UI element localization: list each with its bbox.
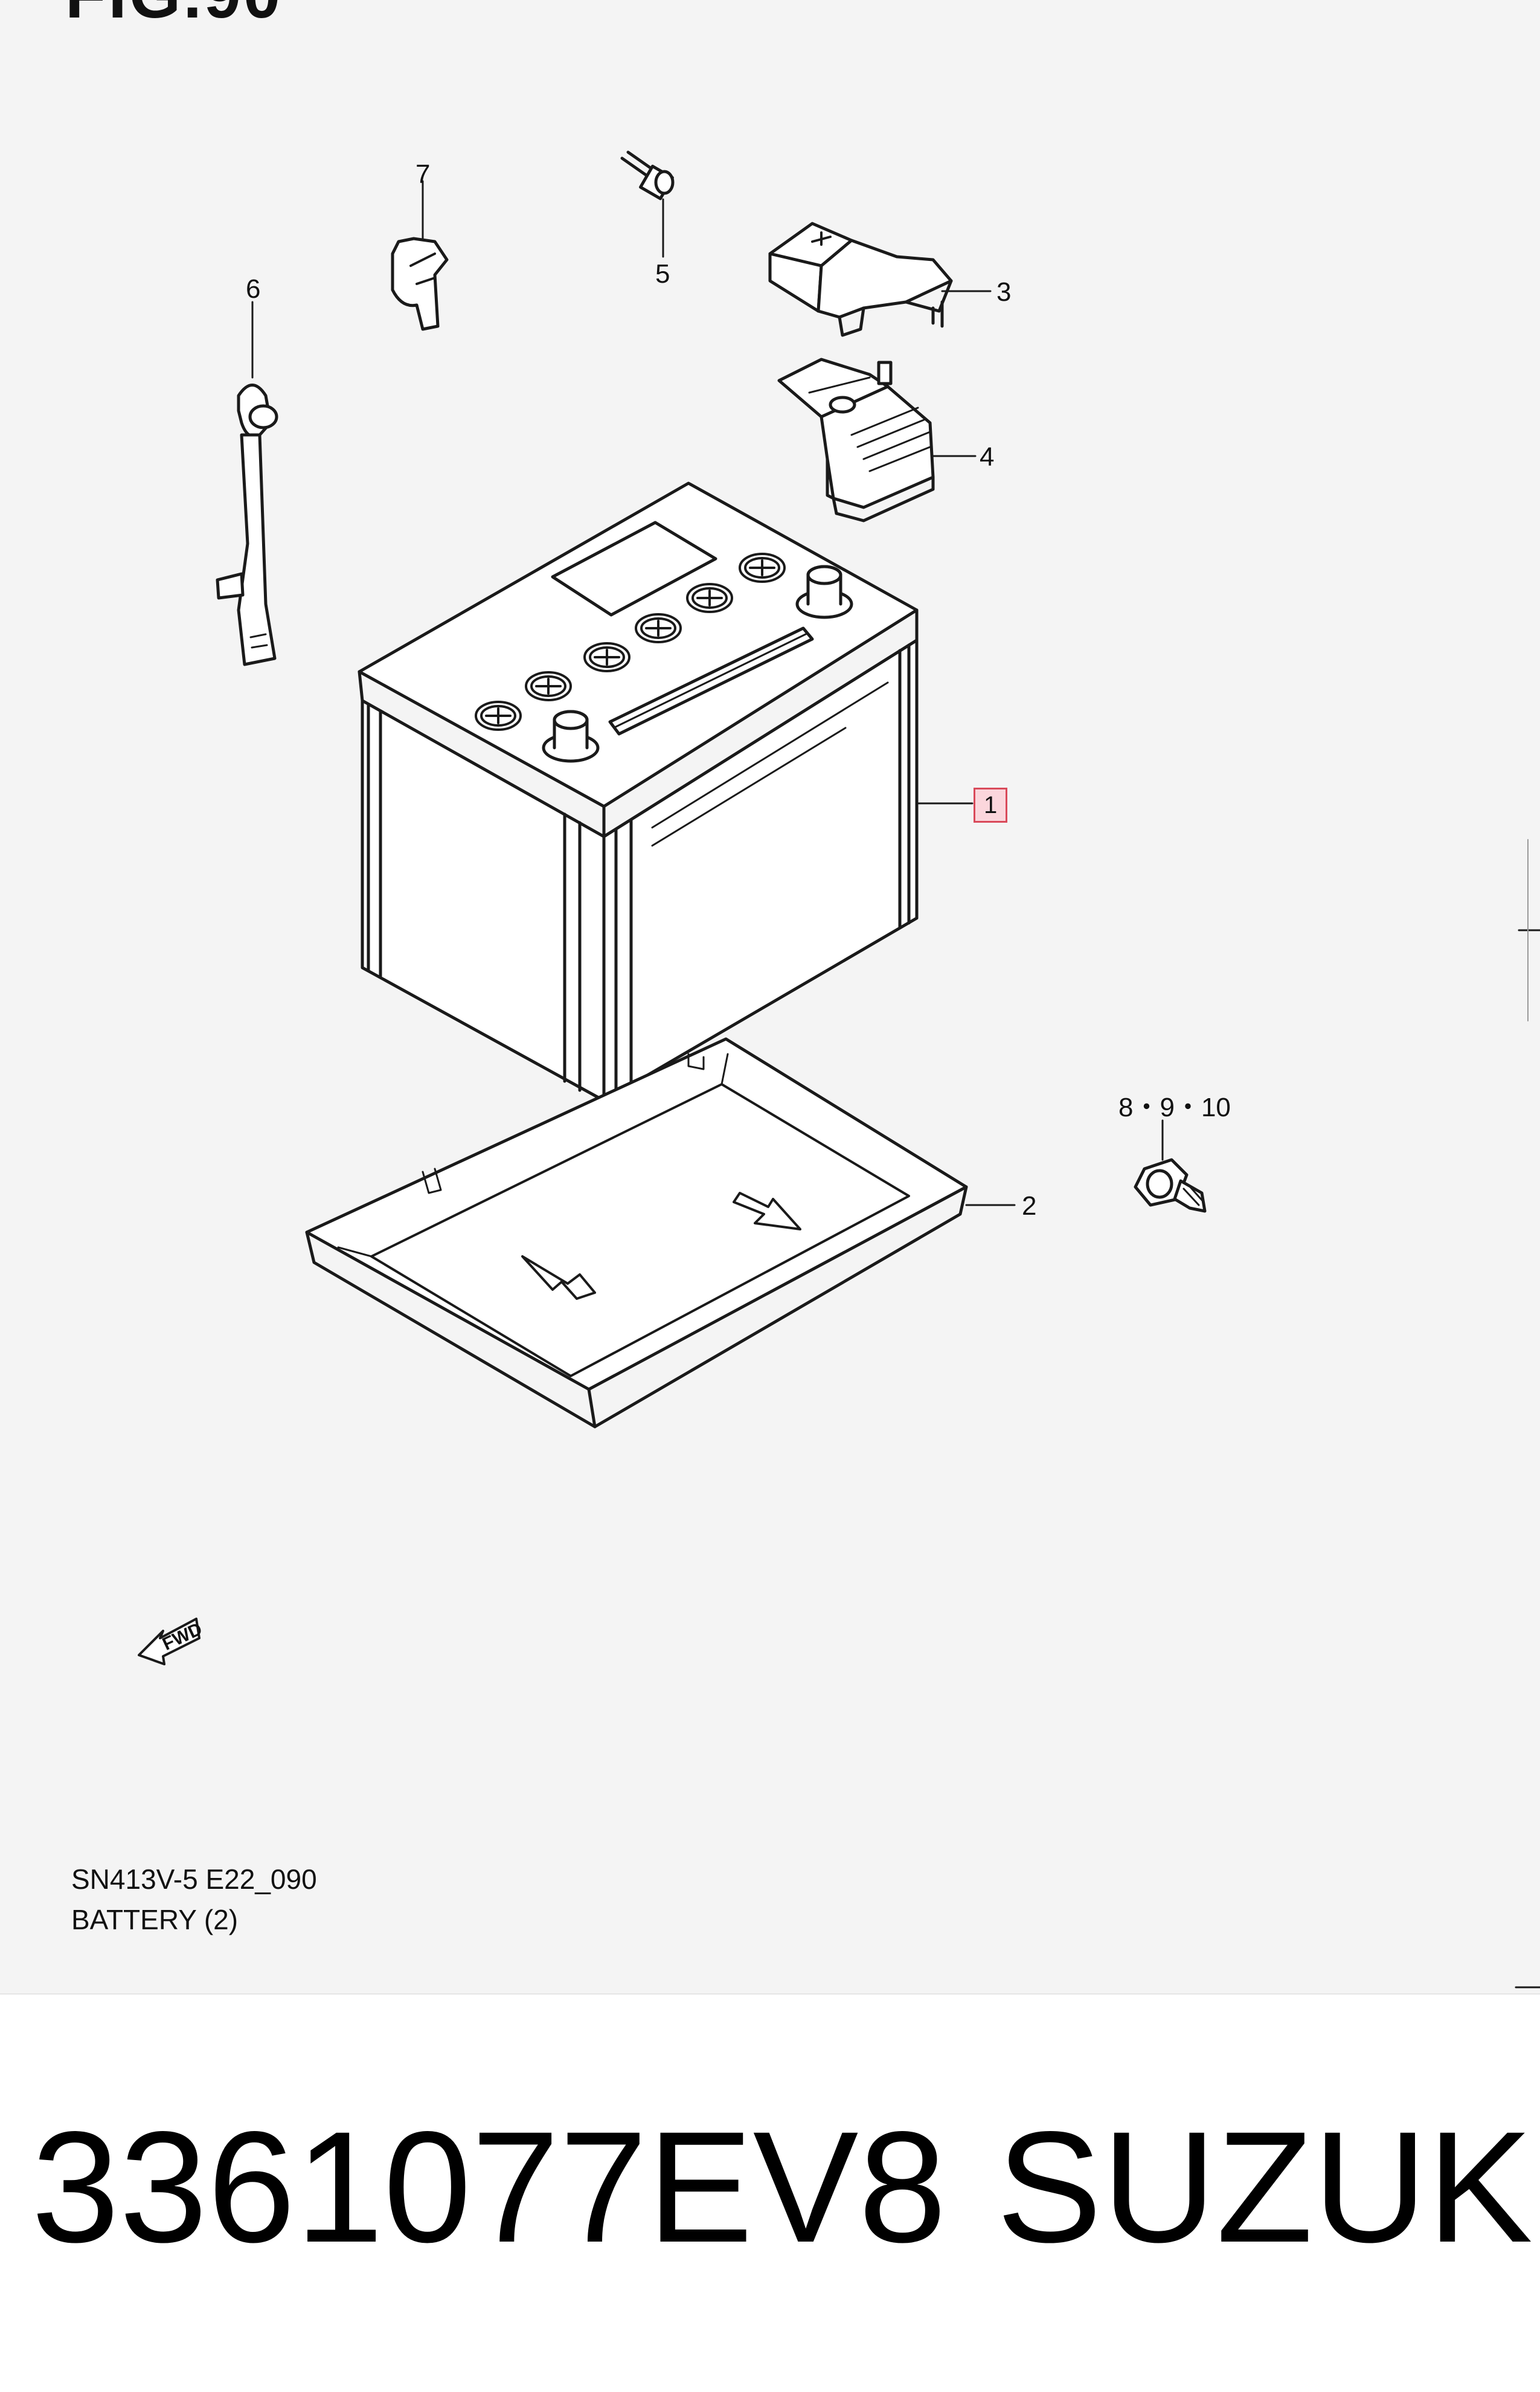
figure-title: FIG.90 <box>65 0 283 33</box>
callout-clamp[interactable]: 7 <box>415 159 431 189</box>
callout-bolt[interactable]: 5 <box>655 259 670 289</box>
part-banner: 3361077EV8 SUZUKI <box>0 2108 1540 2289</box>
figure-caption: BATTERY (2) <box>71 1904 239 1935</box>
callout-holder[interactable]: 6 <box>246 274 261 304</box>
callout-terminal-cover[interactable]: 3 <box>996 277 1012 307</box>
brand-name: SUZUKI <box>996 2098 1540 2275</box>
negative-terminal-post <box>542 710 600 763</box>
drawing-code: SN413V-5 E22_090 <box>71 1863 317 1895</box>
part-number: 3361077EV8 <box>31 2098 947 2275</box>
positive-terminal-post <box>795 565 853 619</box>
bolt-illustration <box>620 150 675 258</box>
fuse-block-illustration <box>777 358 977 522</box>
terminal-cover-illustration <box>768 222 992 337</box>
callout-battery[interactable]: 1 <box>974 788 1008 823</box>
battery-illustration <box>358 481 974 1102</box>
cell-caps <box>475 553 786 731</box>
sheet-edge <box>0 1993 1540 1995</box>
forward-direction-marker <box>138 1618 201 1665</box>
callout-bolt-group[interactable]: 8・9・10 <box>1118 1093 1231 1122</box>
holder-illustration <box>216 301 278 666</box>
battery-tray-illustration <box>305 1037 1016 1429</box>
callout-fuse-block[interactable]: 4 <box>980 442 995 472</box>
clamp-illustration <box>391 180 449 331</box>
battery-exploded-diagram <box>138 150 1540 1989</box>
callout-tray[interactable]: 2 <box>1022 1191 1037 1221</box>
flange-bolt-illustration <box>1134 1119 1207 1213</box>
